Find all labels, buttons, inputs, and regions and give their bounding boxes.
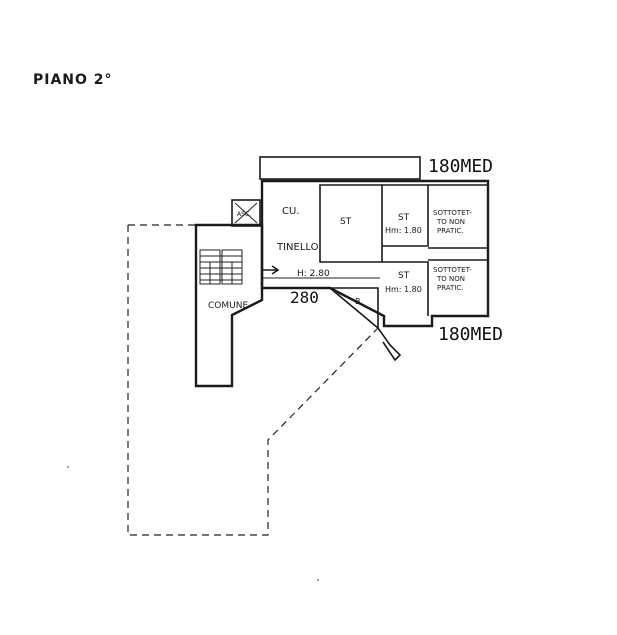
room-label-sott1-line2: TO NON bbox=[436, 218, 465, 226]
room-label-comune: COMUNE bbox=[208, 301, 248, 311]
partition-bagno bbox=[329, 287, 379, 330]
room-label-st3: ST bbox=[398, 271, 410, 281]
room-label-st2: ST bbox=[398, 213, 410, 223]
elevator-cross bbox=[234, 202, 258, 224]
room-label-sott2-line3: PRATIC. bbox=[437, 284, 464, 292]
room-label-st2-height: Hm: 1.80 bbox=[385, 226, 422, 235]
room-label-ascensore: ASC. bbox=[237, 211, 251, 218]
speck bbox=[67, 466, 69, 468]
common-area-dashed-outline bbox=[127, 224, 379, 536]
room-label-tinello: TINELLO bbox=[276, 242, 319, 253]
stair-flight bbox=[199, 249, 243, 285]
entrance-arrow-icon bbox=[262, 265, 280, 275]
common-block-wall bbox=[194, 223, 264, 388]
partition-st-column bbox=[382, 184, 429, 316]
annotation-top-right: 180MED bbox=[428, 156, 493, 177]
room-label-sott1-line3: PRATIC. bbox=[437, 227, 464, 235]
room-label-sott2-line1: SOTTOTET- bbox=[433, 266, 472, 274]
plan-title: PIANO 2° bbox=[33, 72, 113, 88]
annotation-bottom-right: 180MED bbox=[438, 324, 503, 345]
room-label-st1: ST bbox=[340, 217, 352, 227]
elevator-shaft bbox=[231, 199, 261, 227]
roof-overhang bbox=[259, 156, 421, 180]
annotation-center: 280 bbox=[290, 288, 319, 307]
room-label-height-main: H: 2.80 bbox=[297, 269, 330, 279]
balcony-detail bbox=[377, 327, 402, 362]
room-label-st3-height: Hm: 1.80 bbox=[385, 285, 422, 294]
speck bbox=[317, 579, 319, 581]
room-label-sott1-line1: SOTTOTET- bbox=[433, 209, 472, 217]
room-label-bagno: B. bbox=[355, 297, 363, 306]
partition-sottotetto bbox=[428, 184, 488, 261]
room-label-sott2-line2: TO NON bbox=[436, 275, 465, 283]
room-label-cucina: CU. bbox=[282, 206, 299, 217]
